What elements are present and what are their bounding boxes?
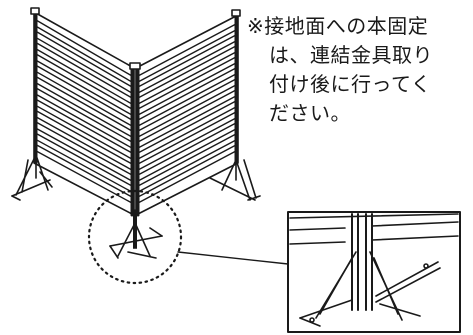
note-line-4: ださい。 — [269, 101, 351, 125]
detail-highlight-circle — [87, 189, 183, 285]
detail-inset-drawing — [289, 213, 459, 327]
note-line-1: ※接地面への本固定 — [247, 14, 429, 38]
center-foot-stand — [109, 209, 163, 259]
note-line-2: は、連結金具取り — [269, 43, 433, 67]
note-line-3: 付け後に行ってく — [269, 72, 432, 96]
right-foot-stand — [209, 149, 261, 201]
detail-inset — [287, 211, 461, 333]
detail-leader-line — [177, 251, 289, 265]
right-slat-panel — [129, 9, 241, 217]
left-slat-panel — [30, 7, 135, 217]
left-foot-stand — [11, 149, 53, 201]
installation-note: ※接地面への本固定 は、連結金具取り 付け後に行ってく ださい。 — [247, 12, 471, 128]
